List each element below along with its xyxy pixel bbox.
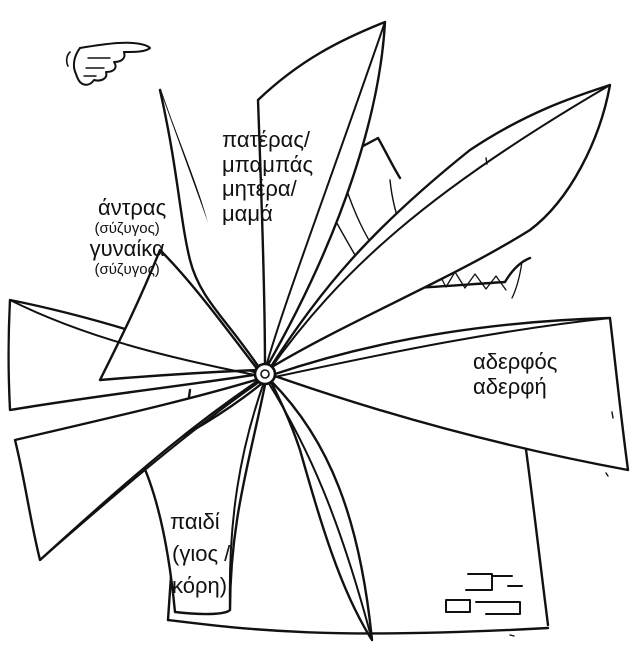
door-sketch — [446, 574, 522, 614]
siblings-sail-text: αδερφός αδερφή — [473, 350, 557, 399]
spouses-sail-text: άντρας (σύζυγος) γυναίκα (σύζυγος) — [88, 196, 166, 279]
pointing-hand-icon — [67, 43, 150, 85]
label-wife: γυναίκα — [88, 237, 166, 262]
children-sail-text: παιδί (γιος / κόρη) — [168, 506, 230, 602]
windmill-sails — [9, 22, 629, 640]
label-sister: αδερφή — [473, 375, 557, 400]
parents-sail-text: πατέρας/ μπαμπάς μητέρα/ μαμά — [222, 128, 313, 227]
label-daughter: κόρη) — [168, 570, 230, 602]
label-mother: μητέρα/ — [222, 177, 313, 202]
label-son: (γιος / — [168, 538, 230, 570]
label-husband-spouse: (σύζυγος) — [88, 221, 166, 238]
sail-lower-right — [270, 380, 372, 640]
label-mom: μαμά — [222, 202, 313, 227]
label-father: πατέρας/ — [222, 128, 313, 153]
label-husband: άντρας — [88, 196, 166, 221]
label-brother: αδερφός — [473, 350, 557, 375]
label-dad: μπαμπάς — [222, 153, 313, 178]
label-wife-spouse: (σύζυγος) — [88, 262, 166, 279]
label-child: παιδί — [168, 506, 230, 538]
